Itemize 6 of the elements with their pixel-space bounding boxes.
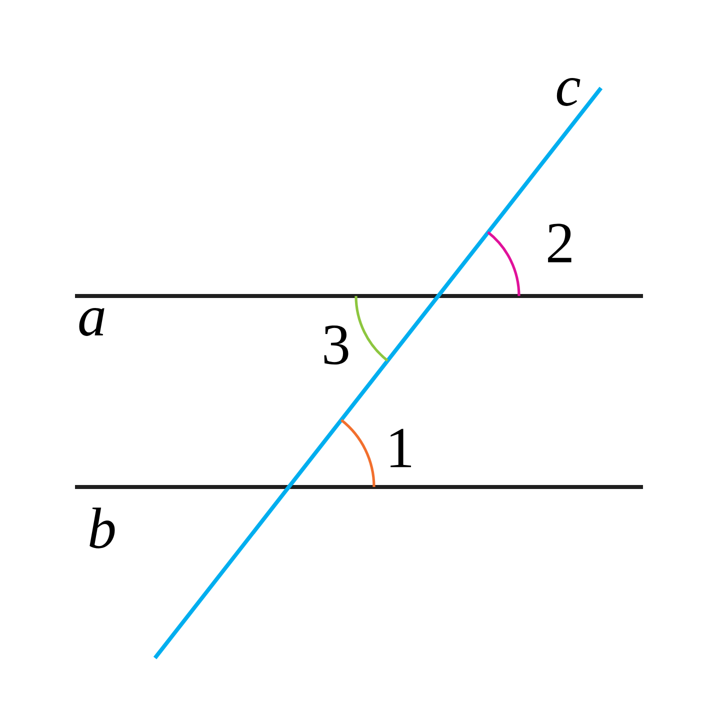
line-label: c xyxy=(556,78,580,106)
line-label: a xyxy=(79,308,104,336)
angle-label: 3 xyxy=(324,326,348,364)
line-label: b xyxy=(90,508,115,548)
angle-label: 2 xyxy=(548,224,572,262)
angle-label: 1 xyxy=(390,428,412,468)
